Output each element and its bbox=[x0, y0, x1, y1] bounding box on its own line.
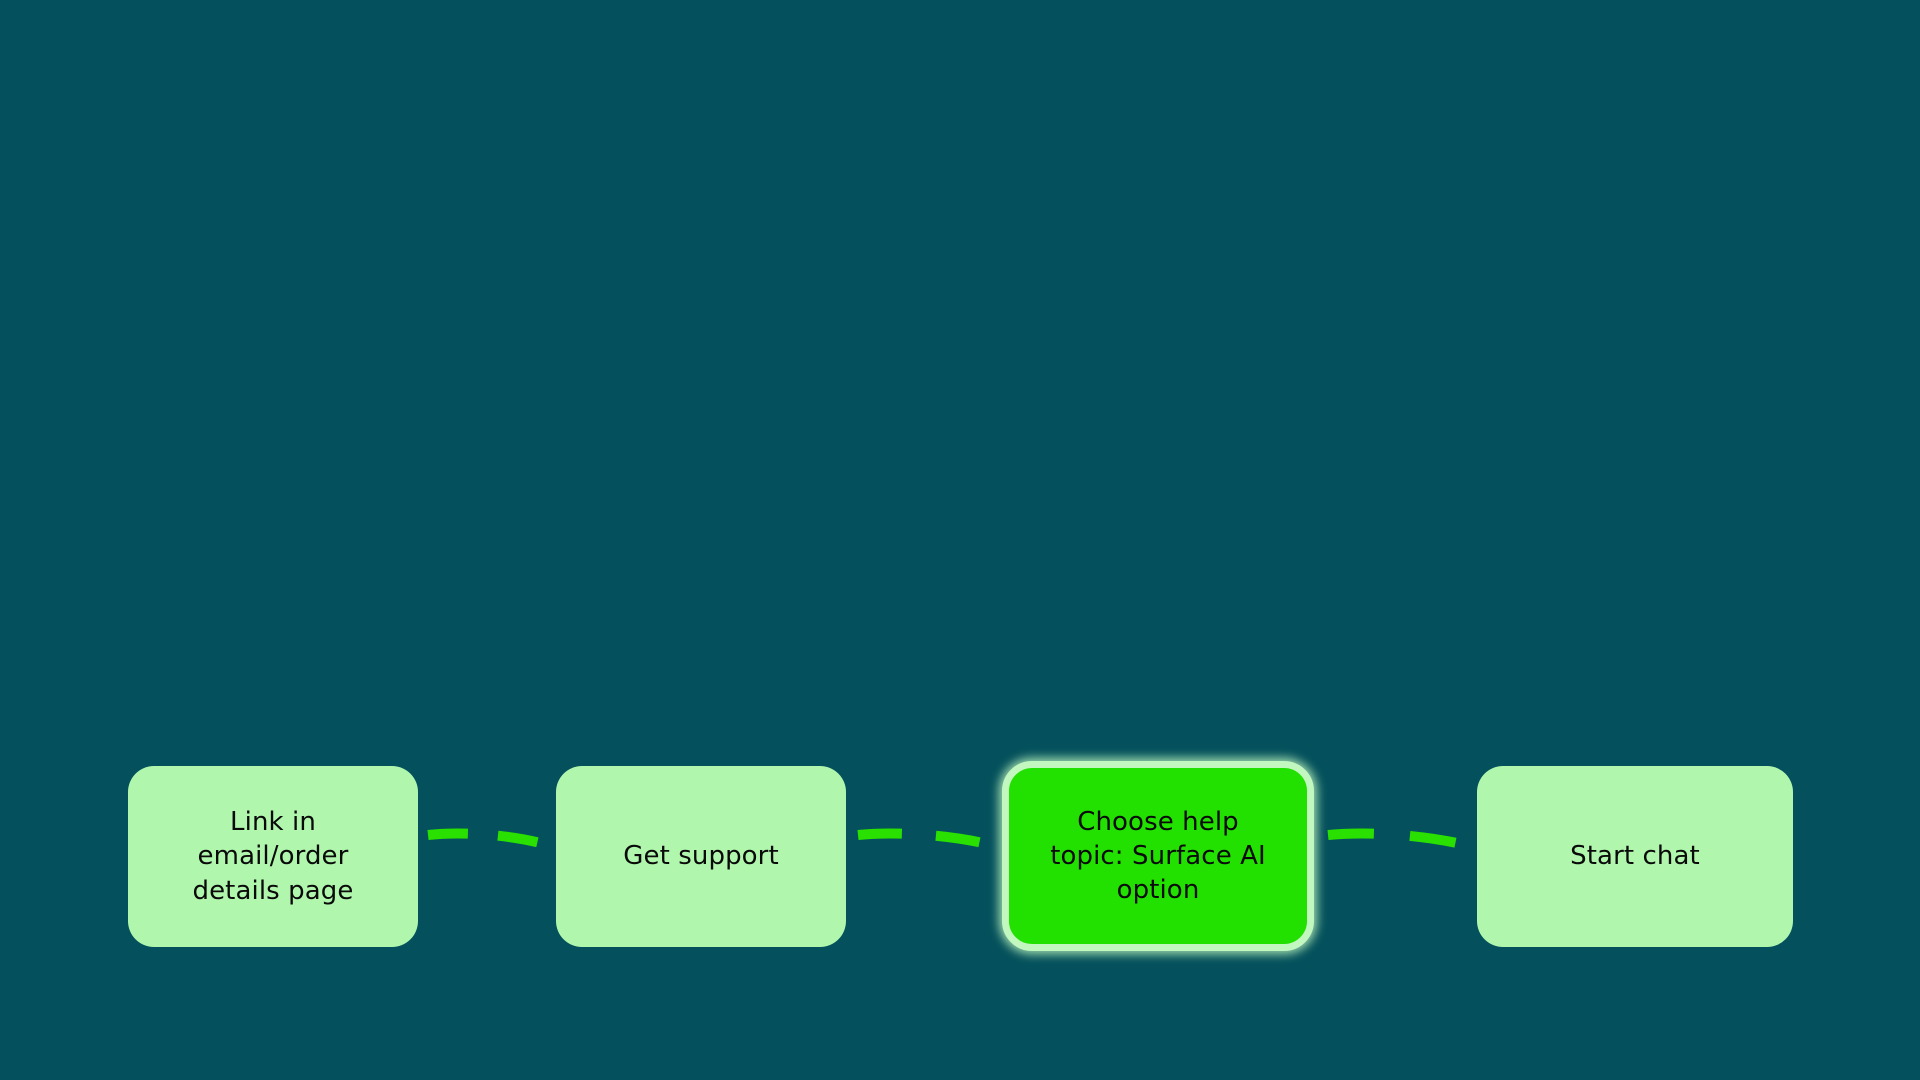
flow-connector-2 bbox=[1314, 813, 1479, 863]
flow-node-start-chat[interactable]: Start chat bbox=[1477, 766, 1793, 947]
dashed-arrow-icon bbox=[427, 828, 550, 850]
flow-connector-0 bbox=[418, 813, 558, 863]
flow-node-label: Choose help topic: Surface AI option bbox=[1050, 806, 1266, 906]
dashed-arrow-icon bbox=[857, 828, 994, 850]
flow-node-get-support[interactable]: Get support bbox=[556, 766, 846, 947]
flow-node-label: Start chat bbox=[1570, 841, 1700, 872]
flow-node-link-in-email-order-details-page[interactable]: Link in email/order details page bbox=[128, 766, 418, 947]
flow-node-label: Get support bbox=[623, 841, 779, 872]
flowchart-flow-row: Link in email/order details page Get sup… bbox=[0, 383, 1920, 951]
dashed-arrow-icon bbox=[1327, 828, 1468, 850]
flow-node-choose-help-topic-surface-ai-option[interactable]: Choose help topic: Surface AI option bbox=[1002, 761, 1314, 951]
flow-node-label: Link in email/order details page bbox=[192, 807, 354, 906]
flow-connector-1 bbox=[846, 813, 1004, 863]
